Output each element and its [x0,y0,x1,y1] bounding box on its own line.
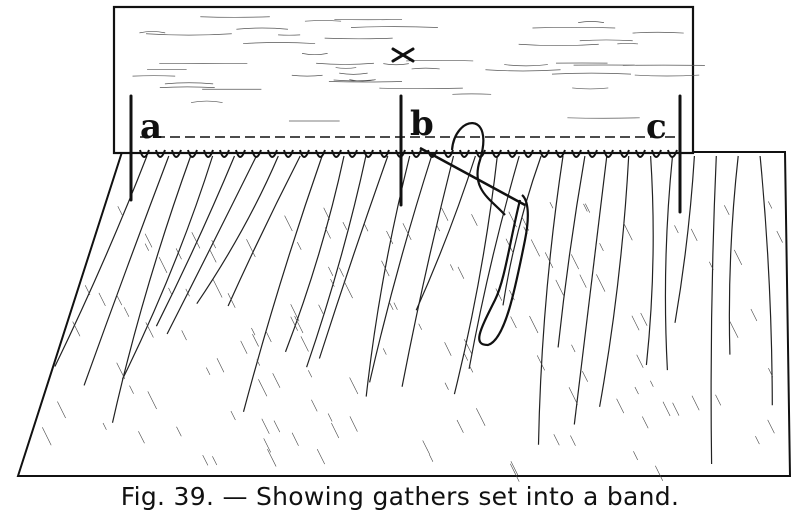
gathered-skirt [18,152,790,482]
skirt-outline [18,152,790,476]
label-b: b [410,104,434,144]
figure-caption: Fig. 39. — Showing gathers set into a ba… [0,482,800,511]
label-a: a [140,107,162,147]
band-rectangle [114,7,693,153]
label-c: c [646,107,667,147]
